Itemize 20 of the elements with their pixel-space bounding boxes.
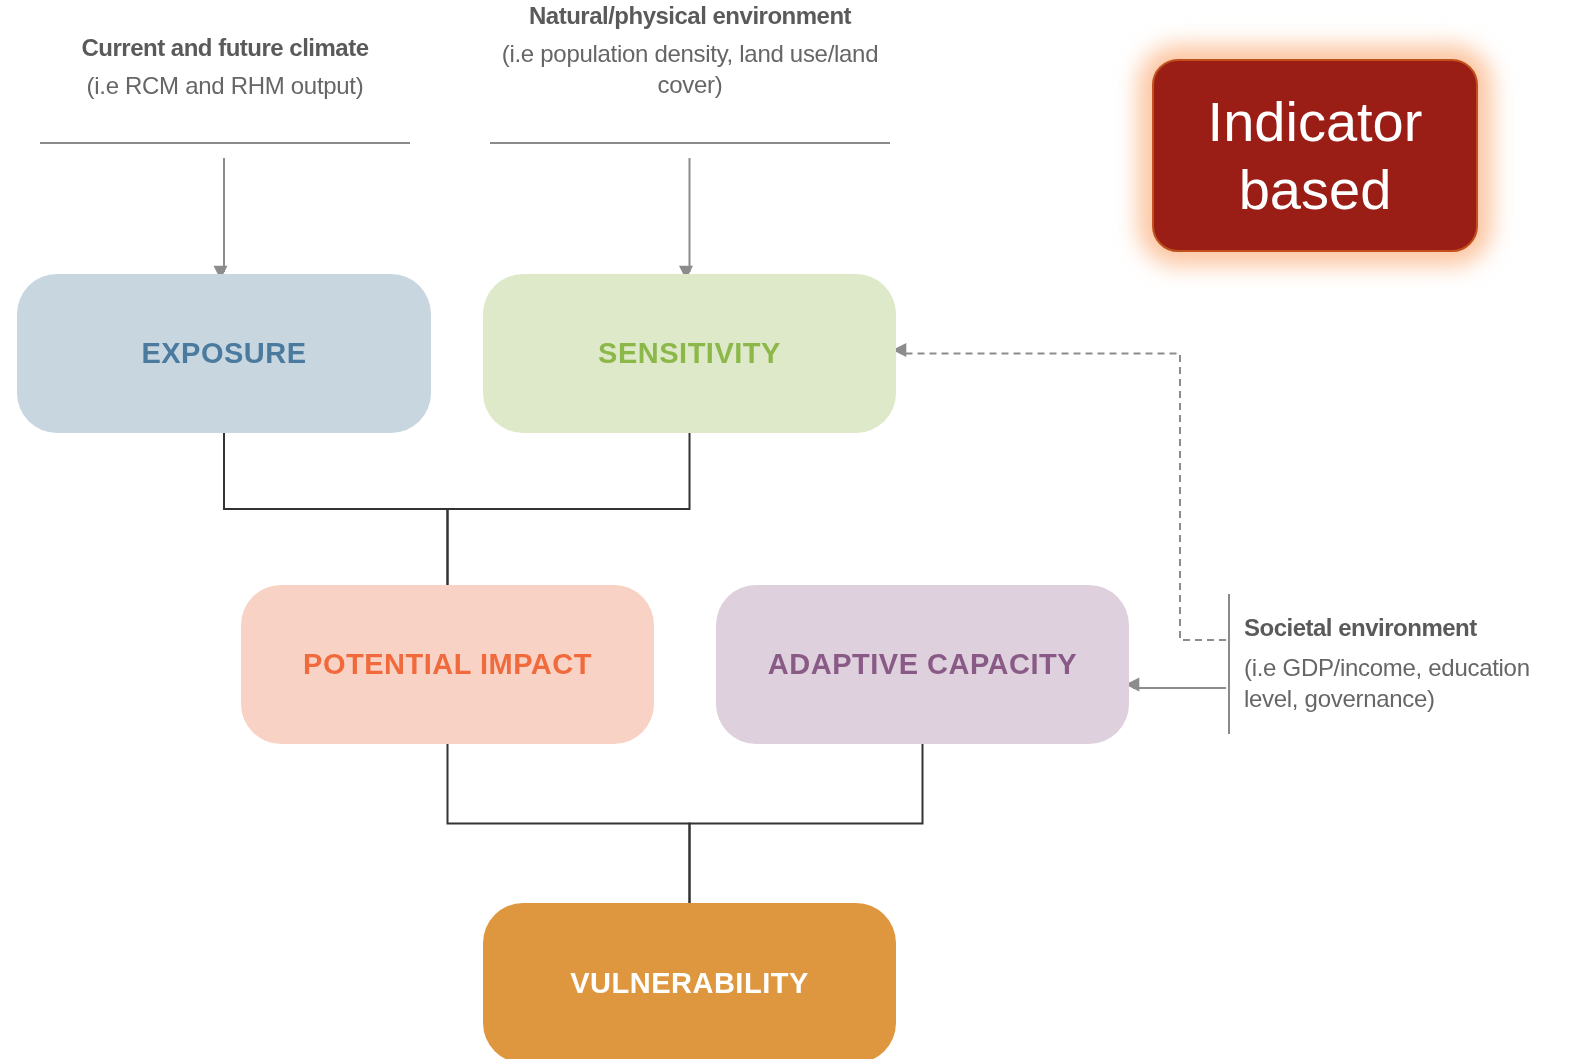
rounded-box [483,274,896,433]
box-label: ADAPTIVE CAPACITY [767,648,1078,681]
description: (i.e population density, land use/land cover) [500,39,880,101]
badge-label: Indicator based [1206,89,1424,223]
box-label: POTENTIAL IMPACT [303,648,592,681]
rounded-box [483,903,896,1059]
description: (i.e GDP/income, education level, governance) [1244,652,1531,714]
connector-line [688,743,924,904]
box-label: VULNERABILITY [570,966,809,1000]
rounded-box [17,274,431,433]
badge-box [1152,59,1478,252]
box-label: SENSITIVITY [598,337,781,370]
rounded-box [241,585,654,744]
rounded-box [716,585,1129,744]
heading: Current and future climate [81,34,369,62]
heading: Societal environment [1244,613,1477,642]
box-label: EXPOSURE [141,337,307,370]
description: (i.e RCM and RHM output) [86,71,364,101]
connector-line [446,432,691,586]
heading: Natural/physical environment [528,2,852,30]
